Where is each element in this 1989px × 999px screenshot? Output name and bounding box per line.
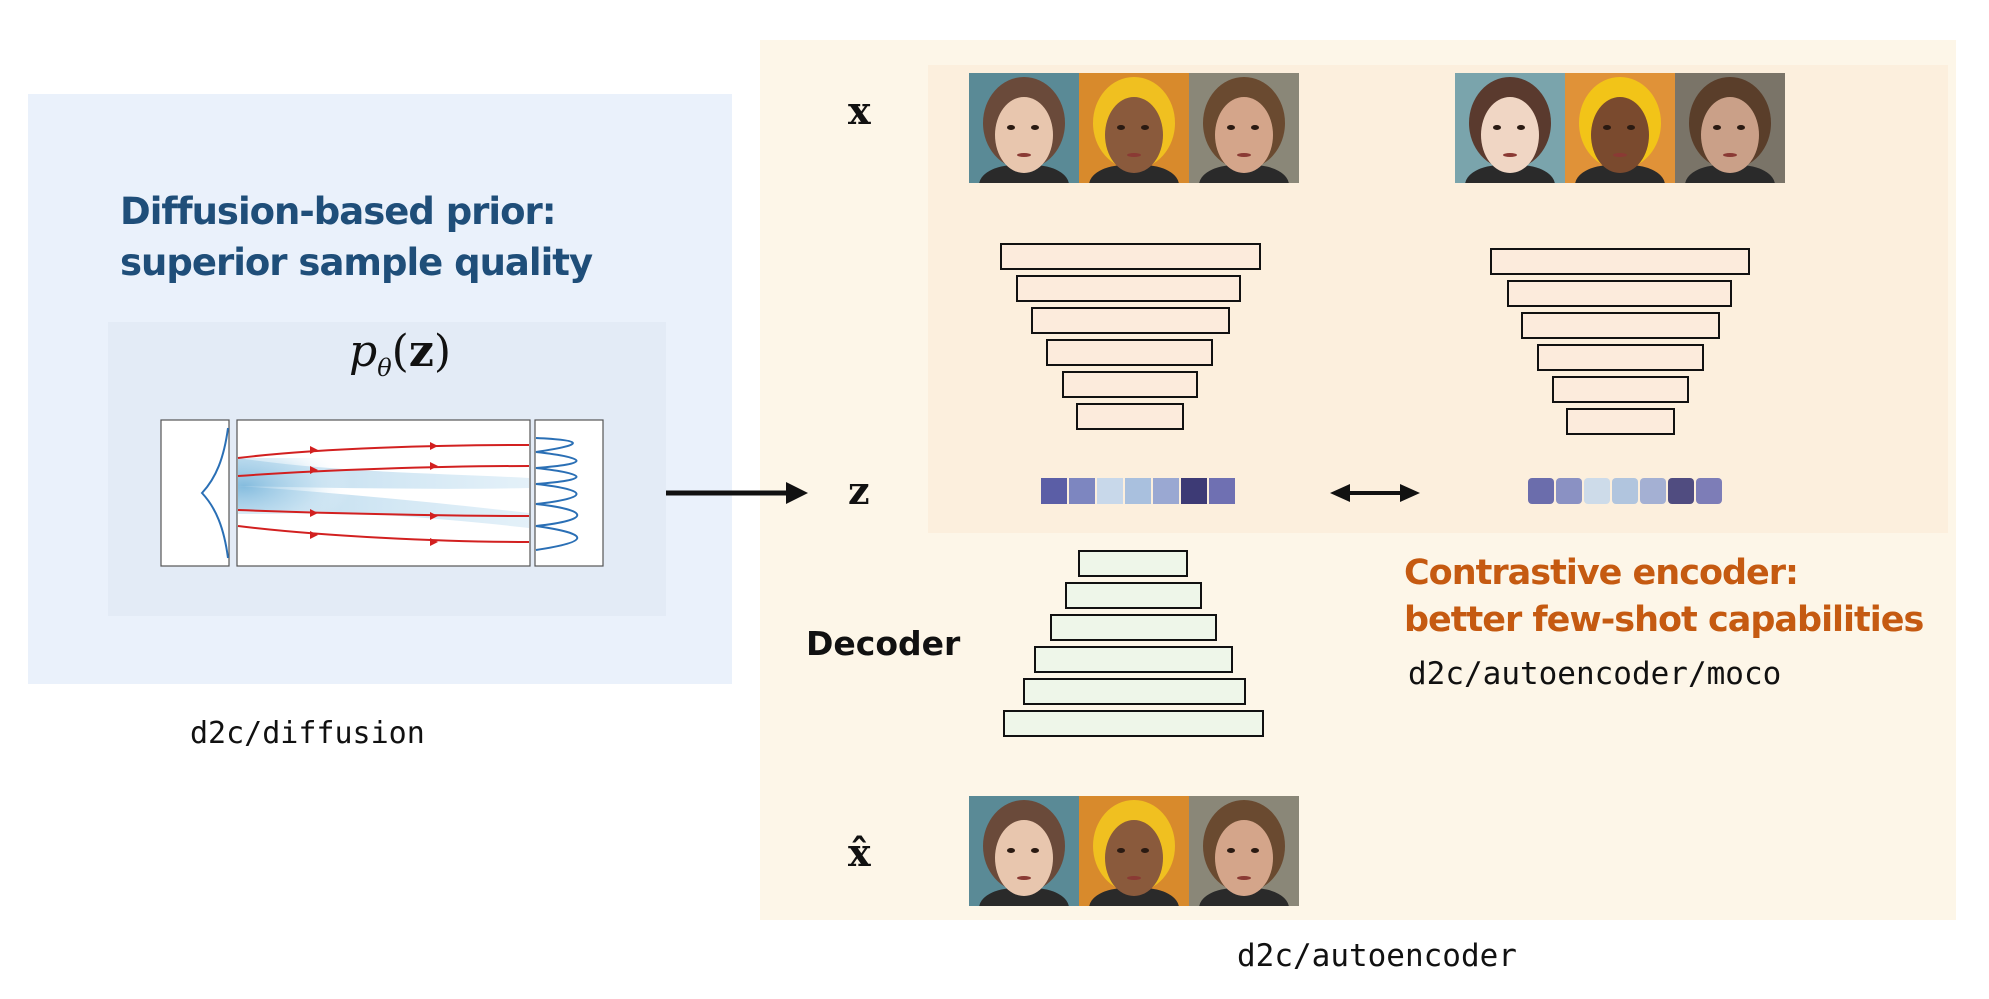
diffusion-prior-title: Diffusion-based prior: superior sample q… xyxy=(120,186,680,288)
latent-z-label: z xyxy=(848,468,870,513)
formula-p: p xyxy=(349,326,378,377)
diffusion-flow-figure xyxy=(160,419,604,567)
reconstructed-face-images xyxy=(969,796,1299,906)
contrastive-code-path: d2c/autoencoder/moco xyxy=(1408,656,1782,692)
latent-code-cell xyxy=(1153,478,1179,504)
formula-rparen: ) xyxy=(433,326,451,377)
latent-code-cell xyxy=(1125,478,1151,504)
double-arrow-icon xyxy=(1330,484,1420,502)
multimodal-density-box xyxy=(534,419,604,567)
multimodal-curve xyxy=(535,437,578,551)
latent-code-cell xyxy=(1556,478,1582,504)
contrastive-encoder-title: Contrastive encoder: better few-shot cap… xyxy=(1404,550,1924,644)
formula-theta: θ xyxy=(377,353,392,382)
face-image xyxy=(1189,796,1299,906)
formula-lparen: ( xyxy=(391,326,409,377)
face-image xyxy=(1675,73,1785,183)
right-arrow-icon xyxy=(666,482,808,504)
decoder-stack xyxy=(1003,550,1264,737)
encoder-right xyxy=(1490,248,1750,435)
flow-density-source xyxy=(238,458,358,514)
face-image xyxy=(969,796,1079,906)
face-image xyxy=(969,73,1079,183)
face-image xyxy=(1079,73,1189,183)
prior-formula: pθ(z) xyxy=(330,326,470,382)
contrastive-title-line1: Contrastive encoder: xyxy=(1404,553,1799,593)
decoder-label: Decoder xyxy=(806,624,961,663)
latent-code-left xyxy=(1041,478,1235,504)
face-image xyxy=(1189,73,1299,183)
face-image xyxy=(1079,796,1189,906)
input-face-images xyxy=(969,73,1299,183)
gaussian-curve xyxy=(200,427,229,559)
latent-code-cell xyxy=(1612,478,1638,504)
latent-code-cell xyxy=(1668,478,1694,504)
latent-code-cell xyxy=(1041,478,1067,504)
reconstruction-xhat-label: x̂ xyxy=(848,830,871,875)
encoder-left xyxy=(1000,243,1261,430)
flow-arrowheads xyxy=(310,442,438,546)
latent-code-cell xyxy=(1528,478,1554,504)
latent-code-cell xyxy=(1584,478,1610,504)
autoencoder-code-path: d2c/autoencoder xyxy=(1237,938,1517,974)
contrastive-title-line2: better few-shot capabilities xyxy=(1404,600,1924,640)
face-image xyxy=(1455,73,1565,183)
latent-code-cell xyxy=(1181,478,1207,504)
diffusion-code-path: d2c/diffusion xyxy=(190,716,425,751)
latent-code-cell xyxy=(1209,478,1235,504)
input-x-label: x xyxy=(848,88,871,133)
latent-code-cell xyxy=(1696,478,1722,504)
formula-z: z xyxy=(408,326,434,377)
diffusion-prior-title-line1: Diffusion-based prior: xyxy=(120,190,557,233)
latent-code-cell xyxy=(1097,478,1123,504)
face-image xyxy=(1565,73,1675,183)
latent-code-right xyxy=(1528,478,1722,504)
latent-code-cell xyxy=(1069,478,1095,504)
diffusion-prior-title-line2: superior sample quality xyxy=(120,241,593,284)
gaussian-density-box xyxy=(160,419,230,567)
latent-code-cell xyxy=(1640,478,1666,504)
contrastive-face-images xyxy=(1455,73,1785,183)
flow-lines xyxy=(237,444,530,543)
